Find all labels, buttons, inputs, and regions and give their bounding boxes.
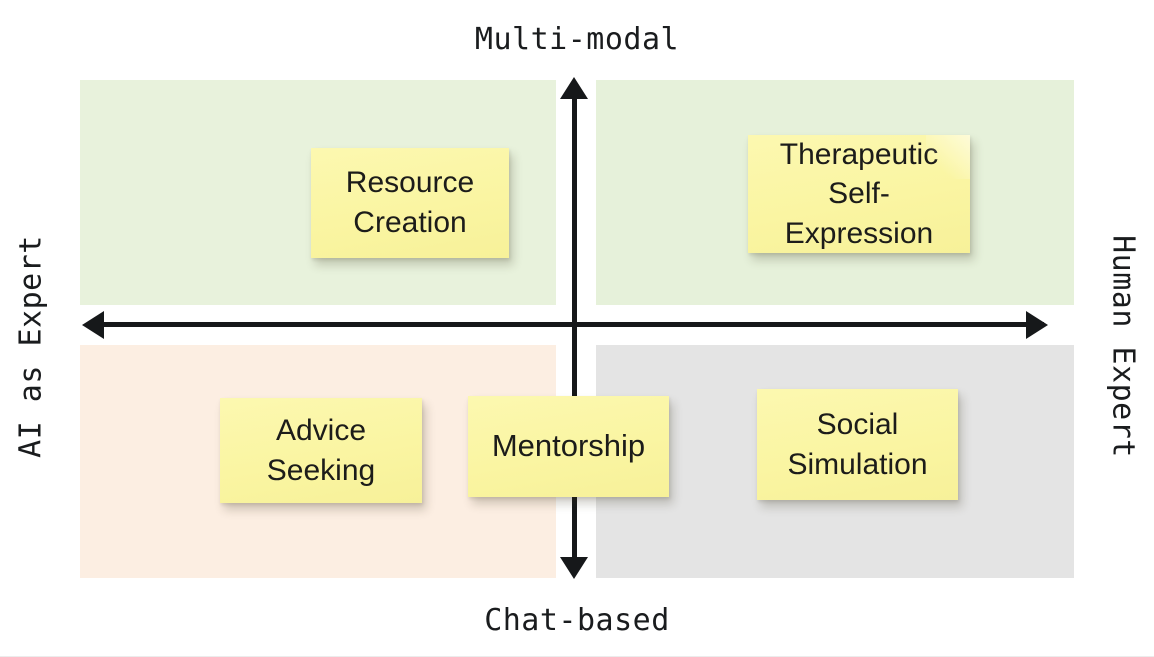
sticky-note-social-simulation[interactable]: Social Simulation bbox=[757, 389, 958, 500]
sticky-note-label: Resource Creation bbox=[346, 163, 474, 242]
note-line-1: Advice bbox=[275, 413, 367, 447]
sticky-note-advice-seeking[interactable]: Advice Seeking bbox=[220, 398, 422, 503]
vertical-axis-line bbox=[572, 88, 577, 570]
sticky-note-label: Advice Seeking bbox=[267, 411, 375, 490]
note-line-2: Seeking bbox=[266, 453, 376, 487]
sticky-note-therapeutic-self-expression[interactable]: Therapeutic Self-Expression bbox=[748, 135, 970, 253]
arrow-right-icon bbox=[1026, 311, 1048, 339]
note-line-2: Creation bbox=[353, 206, 467, 239]
axis-label-top: Multi-modal bbox=[474, 22, 680, 57]
sticky-note-label: Social Simulation bbox=[787, 405, 927, 484]
sticky-note-mentorship[interactable]: Mentorship bbox=[468, 396, 669, 497]
horizontal-axis-line bbox=[92, 322, 1044, 327]
note-line-1: Therapeutic bbox=[779, 137, 939, 171]
note-line-2: Simulation bbox=[787, 447, 928, 481]
axis-label-left: AI as Expert bbox=[13, 235, 49, 458]
note-line-1: Mentorship bbox=[491, 428, 646, 464]
sticky-note-resource-creation[interactable]: Resource Creation bbox=[311, 148, 509, 258]
arrow-down-icon bbox=[560, 557, 588, 579]
sticky-note-label: Mentorship bbox=[492, 426, 645, 467]
note-line-1: Resource bbox=[345, 166, 475, 200]
sticky-note-label: Therapeutic Self-Expression bbox=[758, 135, 960, 254]
note-line-1: Social bbox=[816, 407, 899, 441]
axis-label-bottom: Chat-based bbox=[484, 603, 670, 638]
axis-label-right: Human Expert bbox=[1105, 235, 1141, 458]
arrow-left-icon bbox=[82, 311, 104, 339]
note-line-2: Self-Expression bbox=[784, 177, 934, 250]
arrow-up-icon bbox=[560, 77, 588, 99]
